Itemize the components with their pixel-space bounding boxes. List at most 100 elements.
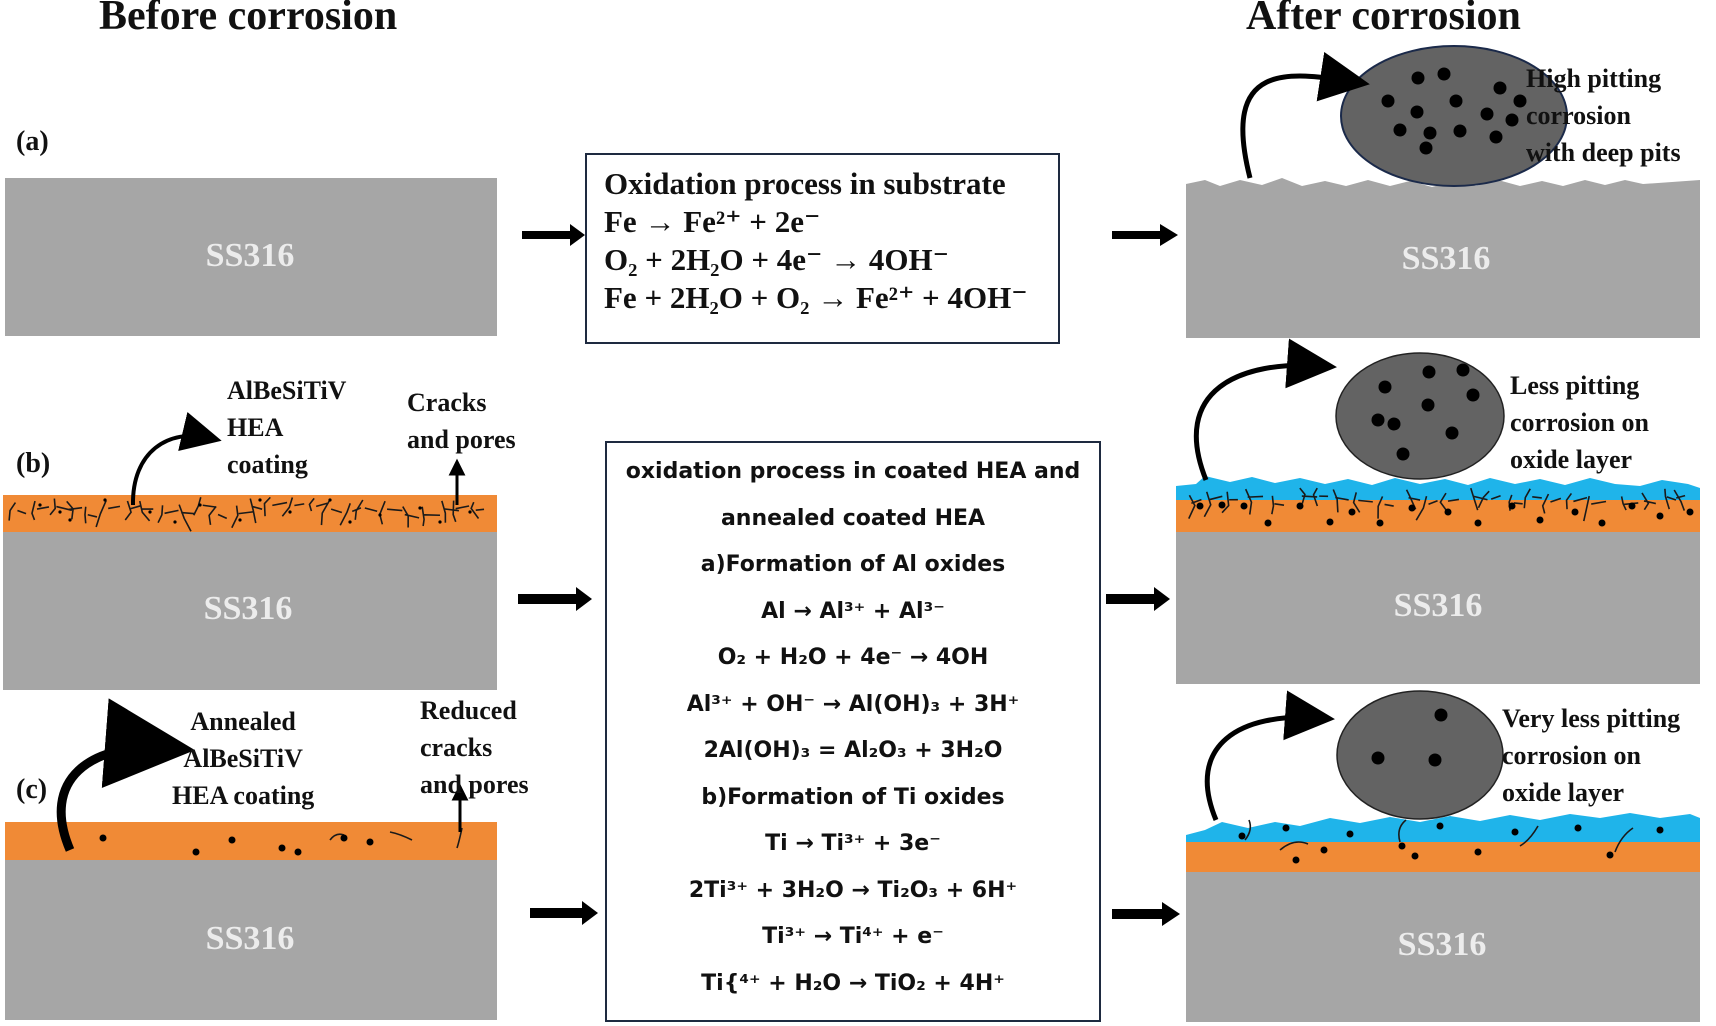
crack-line — [1582, 495, 1607, 522]
crack-line — [1664, 488, 1677, 510]
pore-dot-b-after — [1686, 508, 1694, 516]
annotation-c-coating: Annealed AlBeSiTiV HEA coating — [172, 707, 315, 810]
crack-line — [8, 502, 27, 521]
pore-dot-b-after — [1571, 508, 1579, 516]
crack-pattern-b-before — [8, 496, 485, 532]
pit-dot-a — [1437, 67, 1451, 81]
pore-dot-b-after — [1598, 519, 1606, 527]
substrate-label-a-before: SS316 — [205, 237, 295, 274]
pore-dot-c-before — [366, 838, 374, 846]
header-before-corrosion: Before corrosion — [99, 0, 398, 39]
pit-dot-b — [1456, 363, 1470, 377]
pore-dot-c-after — [1474, 848, 1482, 856]
substrate-box-title: Oxidation process in substrate — [604, 166, 1006, 201]
pore-dot-b-after — [1444, 508, 1452, 516]
pore-dot-c-before — [294, 848, 302, 856]
pit-dot-c — [1428, 753, 1442, 767]
pit-dot-c — [1371, 751, 1385, 765]
crack-line — [308, 497, 328, 512]
pore-dot-c-before — [340, 834, 348, 842]
process-arrows — [518, 224, 1180, 926]
pore-dot-b-before — [38, 503, 42, 507]
crack-pattern-c-after — [1244, 819, 1634, 853]
pore-dot-b-before — [418, 506, 422, 510]
substrate-block-a-after — [1186, 178, 1700, 338]
pore-dot-b-after — [1536, 516, 1544, 524]
arrow-c-right — [1112, 902, 1180, 926]
annotation-b-result: Less pitting corrosion on oxide layer — [1510, 371, 1649, 474]
pore-dot-c-before — [278, 844, 286, 852]
pit-dot-b — [1421, 398, 1435, 412]
pore-dot-c-after — [1346, 830, 1354, 838]
crack-line — [354, 499, 378, 520]
arrow-c-left — [530, 901, 598, 925]
pit-dot-c — [1434, 708, 1448, 722]
pit-dot-a — [1453, 124, 1467, 138]
pore-dot-c-after — [1398, 842, 1406, 850]
pit-dot-a — [1410, 105, 1424, 119]
pore-dot-c-after — [1411, 852, 1419, 860]
crack-line — [1523, 488, 1542, 509]
pore-dot-c-before — [99, 834, 107, 842]
pore-dot-b-after — [1408, 504, 1416, 512]
substrate-block-a-before — [5, 178, 497, 336]
crack-line — [421, 506, 440, 527]
crack-line — [95, 500, 121, 528]
substrate-label-c-before: SS316 — [205, 920, 295, 957]
crack-line — [320, 500, 343, 526]
pit-dot-b — [1396, 447, 1410, 461]
pore-dot-c-after — [1574, 824, 1582, 832]
pore-dot-b-before — [468, 510, 472, 514]
substrate-block-b-after — [1176, 532, 1700, 684]
pore-dot-b-before — [378, 513, 382, 517]
pore-dot-b-before — [103, 498, 107, 502]
pit-dot-a — [1513, 94, 1527, 108]
crack-line — [1477, 490, 1501, 509]
hea-oxidation-box: oxidation process in coated HEA and anne… — [605, 441, 1101, 1022]
crack-line — [1332, 489, 1349, 513]
hea-eq-6: 2Ti³⁺ + 3H₂O → Ti₂O₃ + 6H⁺ — [688, 877, 1018, 903]
annotation-c-defects: Reduced cracks and pores — [420, 696, 529, 799]
hea-eq-3: Al³⁺ + OH⁻ → Al(OH)₃ + 3H⁺ — [686, 691, 1020, 717]
coating-layer-c-before — [5, 822, 497, 860]
oxide-layer-b-after — [1176, 476, 1700, 500]
crack-line — [1352, 492, 1373, 513]
panel-label-a: (a) — [16, 126, 49, 157]
hea-eq-5: Ti → Ti³⁺ + 3e⁻ — [765, 831, 941, 856]
substrate-block-c-after — [1186, 872, 1700, 1022]
pore-dot-b-after — [1348, 508, 1356, 516]
pore-dot-b-after — [1196, 502, 1204, 510]
pit-circle-b — [1335, 352, 1505, 480]
crack-pattern-b-after — [1188, 487, 1686, 522]
pore-dot-c-after — [1320, 846, 1328, 854]
crack-line — [1271, 495, 1285, 515]
pit-dot-a — [1423, 126, 1437, 140]
crack-line — [208, 505, 228, 525]
pore-dot-b-before — [173, 520, 177, 524]
pit-dot-a — [1480, 107, 1494, 121]
pit-dot-a — [1505, 113, 1519, 127]
substrate-label-b-after: SS316 — [1393, 587, 1483, 624]
annotation-b-coating: AlBeSiTiV HEA coating — [227, 376, 347, 479]
crack-line — [1188, 494, 1202, 519]
pit-dot-a — [1449, 94, 1463, 108]
crack-line — [1244, 488, 1264, 515]
curved-arrows — [56, 51, 1370, 852]
crack-line — [193, 497, 217, 516]
pit-circle-c — [1336, 690, 1504, 820]
pore-dot-b-before — [58, 510, 62, 514]
crack-line — [402, 506, 420, 528]
crack-line — [124, 500, 142, 521]
panel-label-b: (b) — [16, 448, 51, 479]
crack-line — [1415, 495, 1438, 521]
hea-box-title-line-2: annealed coated HEA — [720, 505, 986, 531]
crack-line — [138, 500, 154, 522]
substrate-eq-2: O₂ + 2H₂O + 4e⁻ → 4OH⁻ — [604, 242, 949, 277]
pore-dot-c-after — [1436, 822, 1444, 830]
pore-dot-b-after — [1508, 502, 1516, 510]
pore-dot-b-after — [1240, 502, 1248, 510]
pore-dot-b-before — [148, 510, 152, 514]
pore-dot-b-after — [1218, 501, 1226, 509]
crack-line — [231, 505, 254, 529]
pore-dot-c-after — [1282, 824, 1290, 832]
